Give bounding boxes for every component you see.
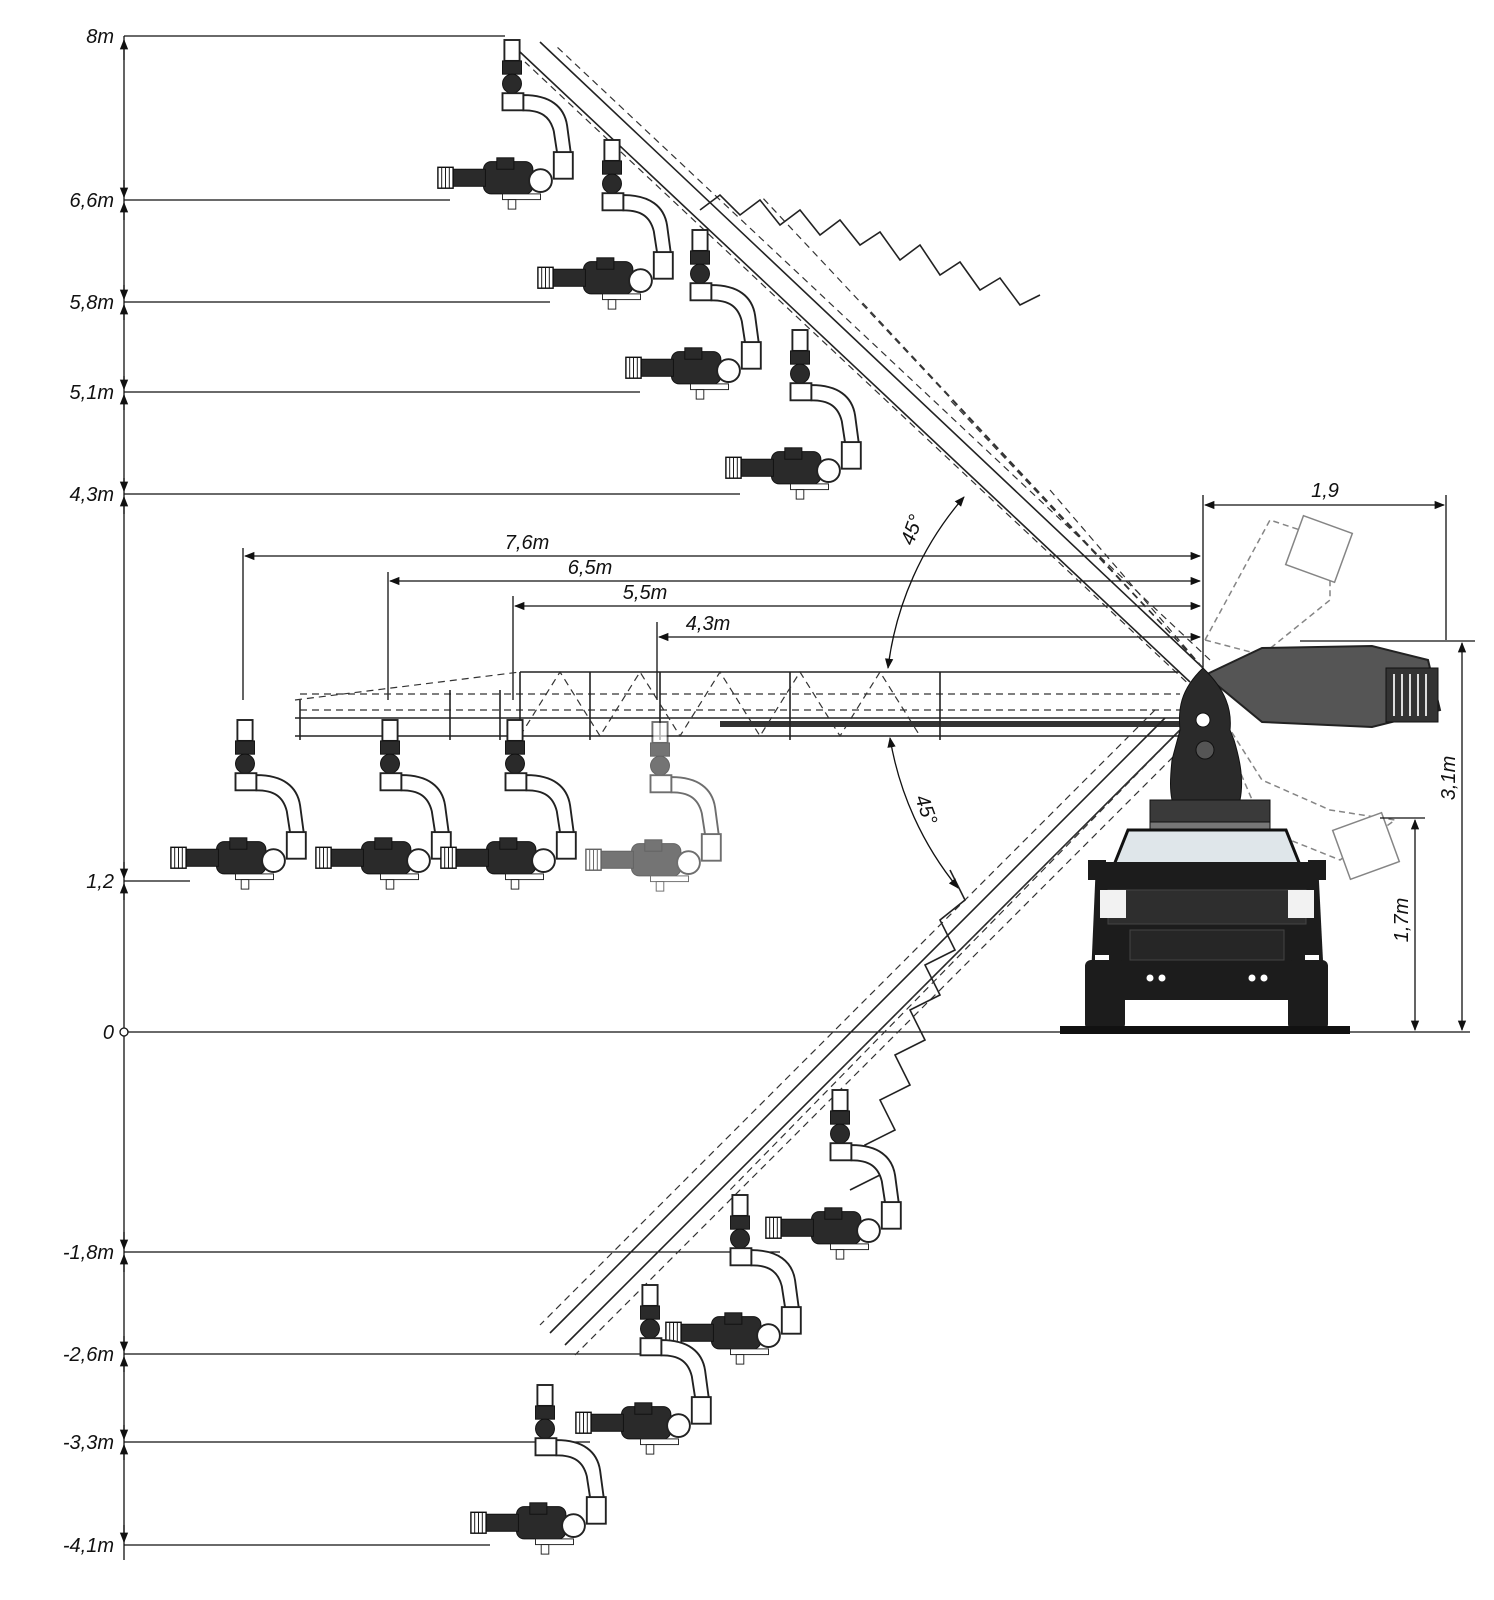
level-label: -1,8m bbox=[63, 1242, 114, 1264]
angle-label-upper: 45° bbox=[897, 512, 928, 548]
camera-head-highlight bbox=[584, 721, 722, 893]
camera-head bbox=[169, 719, 307, 891]
vehicle-dimensions: 1,9 3,1m 1,7m bbox=[1203, 480, 1475, 1032]
camera-head bbox=[764, 1089, 902, 1261]
reach-label-7-6m: 7,6m bbox=[505, 532, 549, 554]
pivot-tower bbox=[1149, 667, 1271, 823]
upper-boom bbox=[519, 41, 1211, 691]
reach-label-5-5m: 5,5m bbox=[623, 582, 667, 604]
level-5-8m: 5,8m bbox=[70, 292, 550, 314]
level-minus-2-6m: -2,6m bbox=[63, 1344, 680, 1366]
reach-label-4-3m: 4,3m bbox=[686, 613, 730, 635]
level-label: -4,1m bbox=[63, 1535, 114, 1557]
reach-label-6-5m: 6,5m bbox=[568, 557, 612, 579]
camera-head bbox=[574, 1284, 712, 1456]
level-label: 8m bbox=[86, 26, 114, 48]
total-height-label: 3,1m bbox=[1438, 756, 1460, 800]
truck bbox=[1060, 821, 1350, 1034]
level-label: 6,6m bbox=[70, 190, 114, 212]
level-label: -3,3m bbox=[63, 1432, 114, 1454]
level-label: -2,6m bbox=[63, 1344, 114, 1366]
level-minus-4-1m: -4,1m bbox=[63, 1535, 490, 1557]
level-label: 4,3m bbox=[70, 484, 114, 506]
camera-head bbox=[624, 229, 762, 401]
pivot-height-label: 1,7m bbox=[1391, 898, 1413, 942]
level-4-3m: 4,3m bbox=[70, 484, 740, 506]
vehicle-width-label: 1,9 bbox=[1311, 480, 1339, 502]
camera-head bbox=[436, 39, 574, 211]
angle-lower: 45° bbox=[887, 736, 959, 889]
level-minus-3-3m: -3,3m bbox=[63, 1432, 590, 1454]
camera-head bbox=[439, 719, 577, 891]
level-label: 0 bbox=[103, 1022, 114, 1044]
angle-upper: 45° bbox=[885, 496, 965, 670]
counterweight bbox=[1203, 514, 1442, 881]
camera-heads bbox=[169, 39, 902, 1556]
camera-head bbox=[469, 1384, 607, 1556]
reach-dimensions: 7,6m 6,5m 5,5m 4,3m bbox=[242, 495, 1204, 700]
level-label: 5,1m bbox=[70, 382, 114, 404]
vertical-scale: 8m 6,6m 5,8m 5,1m 4,3m 1,2 0 -1, bbox=[63, 26, 1470, 1560]
horizontal-boom bbox=[294, 670, 1180, 740]
level-minus-1-8m: -1,8m bbox=[63, 1242, 780, 1264]
camera-head bbox=[314, 719, 452, 891]
level-5-1m: 5,1m bbox=[70, 382, 640, 404]
level-label: 1,2 bbox=[86, 871, 114, 893]
level-8m: 8m bbox=[86, 26, 505, 48]
level-6-6m: 6,6m bbox=[70, 190, 450, 212]
lower-boom bbox=[539, 709, 1191, 1356]
level-label: 5,8m bbox=[70, 292, 114, 314]
angle-label-lower: 45° bbox=[910, 792, 941, 828]
level-1-2: 1,2 bbox=[86, 871, 190, 893]
